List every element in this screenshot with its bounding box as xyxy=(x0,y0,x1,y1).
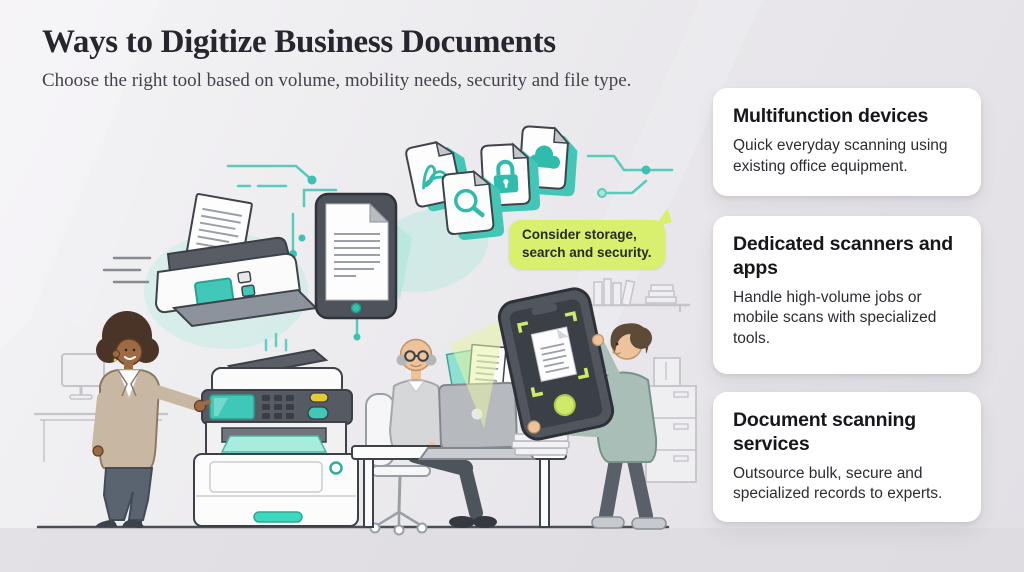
printer-power-light xyxy=(329,461,343,475)
speed-lines xyxy=(102,256,152,284)
floor-area xyxy=(0,528,1024,572)
tablet-home-button xyxy=(350,302,362,314)
paper-stack xyxy=(511,433,570,456)
tablet-document-icon xyxy=(314,192,398,320)
card-body: Outsource bulk, secure and specialized r… xyxy=(733,464,943,503)
card-title: Document scanning services xyxy=(733,409,916,455)
circuit-lines xyxy=(203,154,674,341)
young-man-with-phone-scanner xyxy=(450,287,667,530)
card-title: Multifunction devices xyxy=(733,105,929,127)
scan-light-beam xyxy=(450,318,506,428)
page-subtitle: Choose the right tool based on volume, m… xyxy=(42,70,632,91)
young-man-sweater xyxy=(596,371,658,463)
woman-pointing-arm xyxy=(145,383,203,411)
printer-teal-button xyxy=(307,406,329,420)
background-bookshelf xyxy=(584,278,690,312)
card-dedicated-scanners-and-apps: Dedicated scanners and apps Handle high-… xyxy=(713,216,981,374)
senior-man-at-laptop xyxy=(351,338,570,536)
card-multifunction-devices: Multifunction devices Quick everyday sca… xyxy=(713,88,981,196)
card-document-scanning-services: Document scanning services Outsource bul… xyxy=(713,392,981,522)
speech-bubble-line: Consider storage, xyxy=(522,227,637,242)
office-worker-woman xyxy=(92,311,211,528)
sheetfed-scanner-icon xyxy=(102,193,319,328)
printer-sparkles xyxy=(264,332,288,352)
woman-pants xyxy=(102,467,154,521)
smartphone-scan-icon xyxy=(497,287,615,441)
lock-document-icon xyxy=(480,142,541,213)
laptop-icon xyxy=(418,381,536,460)
document-icons xyxy=(405,125,578,240)
printer-keypad xyxy=(262,395,294,419)
multifunction-printer-icon xyxy=(193,332,359,527)
woman-face xyxy=(115,338,143,366)
card-body: Quick everyday scanning using existing o… xyxy=(733,136,948,175)
printer-output-paper xyxy=(220,435,328,453)
woman-blazer xyxy=(98,369,161,469)
printer-drawer-handle xyxy=(253,511,303,523)
search-document-icon xyxy=(441,169,505,240)
wall-streaks xyxy=(0,0,762,360)
speech-bubble: Consider storage, search and security. xyxy=(509,220,665,270)
scan-frame-brackets xyxy=(516,311,590,398)
card-body: Handle high-volume jobs or mobile scans … xyxy=(733,288,937,348)
printer-yellow-button xyxy=(309,392,329,403)
card-title: Dedicated scanners and apps xyxy=(733,233,953,279)
capture-button xyxy=(553,394,576,417)
page-title: Ways to Digitize Business Documents xyxy=(42,24,556,60)
speech-bubble-line: search and security. xyxy=(522,245,652,261)
header: Ways to Digitize Business Documents Choo… xyxy=(42,24,682,92)
